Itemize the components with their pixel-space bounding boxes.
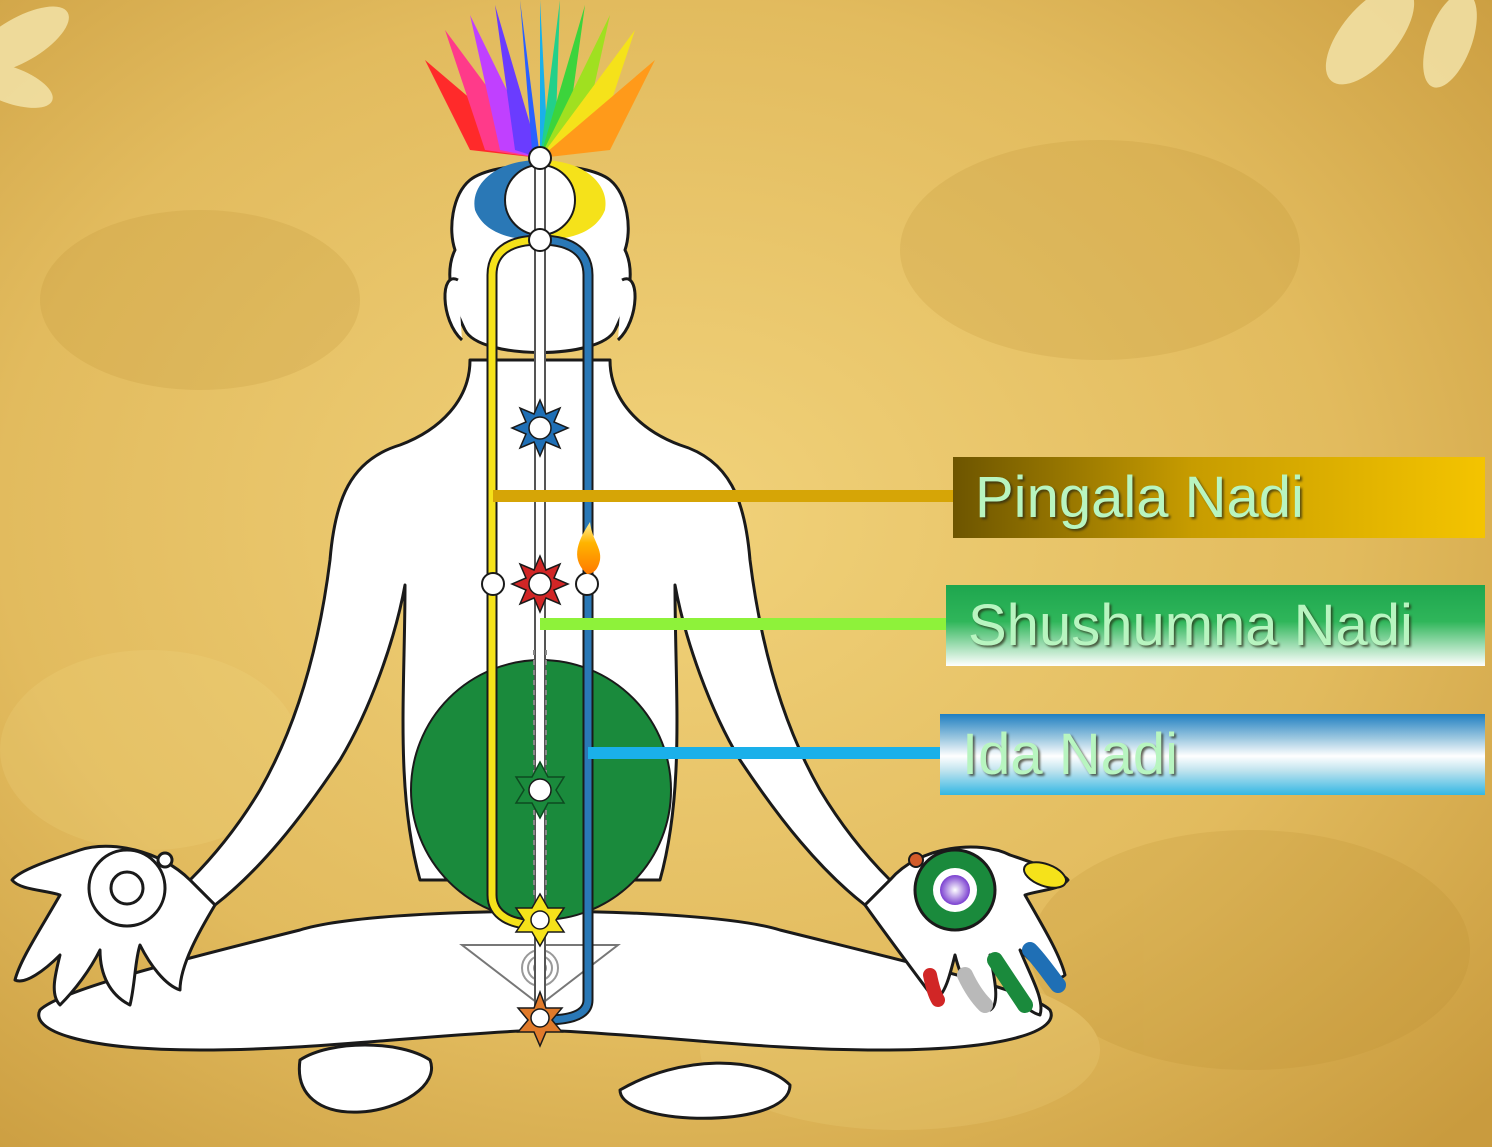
shushumna-nadi-label: Shushumna Nadi xyxy=(946,585,1485,666)
ida-nadi-label: Ida Nadi xyxy=(940,714,1485,795)
blue-star-chakra-icon xyxy=(512,400,568,456)
shushumna-nadi-label-text: Shushumna Nadi xyxy=(968,592,1413,659)
ida-nadi-label-text: Ida Nadi xyxy=(962,721,1178,788)
color-wheel-icon xyxy=(940,875,970,905)
pingala-nadi-label: Pingala Nadi xyxy=(953,457,1485,538)
red-star-chakra-icon xyxy=(512,556,568,612)
pingala-nadi-label-text: Pingala Nadi xyxy=(975,464,1304,531)
